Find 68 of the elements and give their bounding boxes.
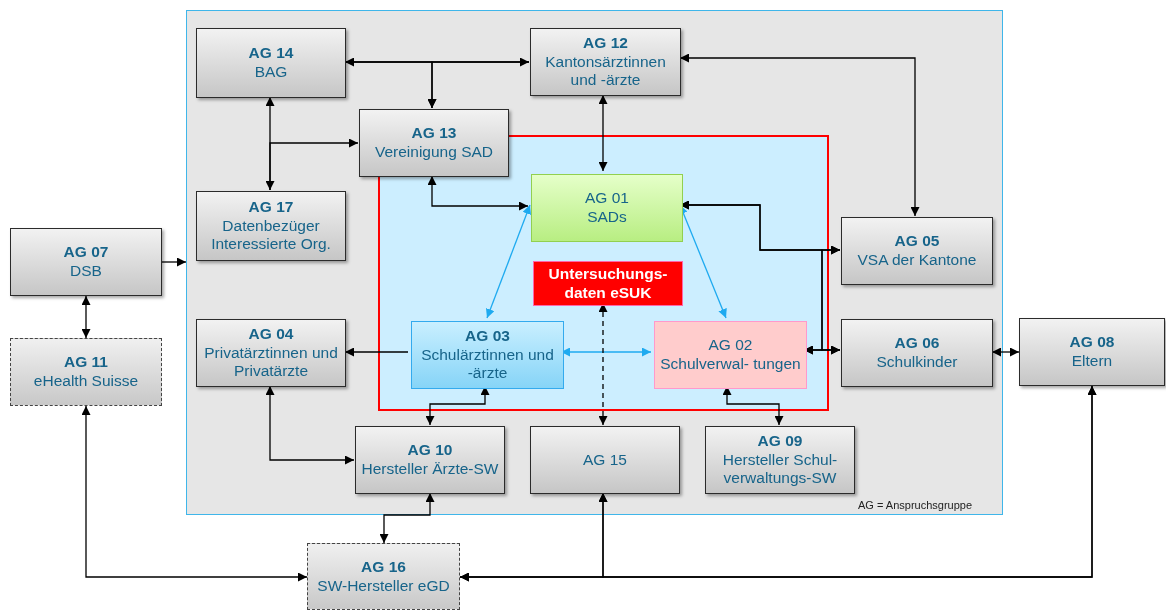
process-box: [841, 217, 993, 285]
arrow: [265, 385, 355, 465]
node-heading: AG 05: [894, 232, 940, 251]
group-frame: [186, 10, 1003, 515]
node-heading: AG 17: [248, 198, 294, 217]
node-text: Kantonsärztinnen und -ärzte: [544, 52, 667, 90]
node-heading: AG 01: [585, 189, 629, 208]
process-box: [10, 338, 162, 406]
node-heading: AG 02: [708, 336, 753, 355]
process-box: [531, 174, 683, 242]
node-heading: AG 08: [1069, 333, 1115, 352]
node-heading: AG 14: [248, 44, 294, 63]
arrow: [344, 347, 409, 357]
process-box: [196, 191, 346, 261]
node-heading: AG 06: [894, 334, 940, 353]
note-text: AG = Anspruchsgruppe: [858, 499, 973, 511]
node-heading: AG 07: [63, 243, 109, 262]
arrow: [269, 138, 359, 191]
node-text: BAG: [254, 63, 288, 82]
node-text: SW-Hersteller eGD: [317, 576, 450, 596]
node-text: Schulkinder: [876, 353, 958, 372]
process-box: [530, 426, 680, 494]
node-heading: AG 11: [64, 353, 108, 372]
arrow: [679, 53, 920, 217]
node-heading: AG 03: [465, 327, 510, 346]
node-text: Privatärztinnen und Privatärzte: [203, 343, 339, 381]
node-text: VSA der Kantone: [857, 251, 977, 270]
arrow: [161, 257, 187, 267]
node-heading: AG 13: [411, 124, 457, 143]
node-text: Untersuchungs- daten eSUK: [547, 264, 669, 303]
node-text: Vereinigung SAD: [374, 143, 494, 162]
node-text: Schulverwal- tungen: [660, 355, 801, 374]
node-text: Schulärztinnen und -ärzte: [420, 345, 555, 383]
process-box: [411, 321, 564, 389]
arrow: [991, 347, 1020, 357]
process-box: [1019, 318, 1165, 386]
node-heading: AG 09: [757, 432, 803, 451]
process-box: [530, 28, 681, 96]
node-text: eHealth Suisse: [33, 372, 139, 391]
process-box: [196, 28, 346, 98]
node-text: SADs: [587, 208, 627, 227]
process-box: [654, 321, 807, 389]
arrow: [379, 492, 435, 544]
node-heading: AG 10: [407, 441, 453, 460]
node-heading: AG 16: [361, 557, 406, 577]
arrow: [598, 385, 1097, 578]
process-box: [841, 319, 993, 387]
arrow: [81, 405, 308, 582]
node-heading: AG 12: [583, 34, 628, 53]
node-text: AG 15: [583, 450, 627, 470]
node-heading: AG 04: [248, 325, 294, 344]
process-box: [359, 109, 509, 177]
node-text: Datenbezüger Interessierte Org.: [210, 216, 332, 254]
process-box: [355, 426, 505, 494]
arrow: [81, 295, 91, 339]
highlight-box: [533, 261, 683, 306]
process-box: [10, 228, 162, 296]
process-box: [307, 543, 460, 610]
arrow: [427, 175, 529, 211]
node-text: Eltern: [1071, 352, 1113, 371]
arrow: [598, 94, 608, 172]
process-box: [705, 426, 855, 494]
arrow: [486, 204, 531, 319]
node-text: DSB: [70, 262, 102, 281]
arrow: [427, 61, 530, 109]
node-text: Hersteller Schul- verwaltungs-SW: [721, 450, 839, 488]
process-box: [196, 319, 346, 387]
node-text: Hersteller Ärzte-SW: [361, 460, 499, 479]
